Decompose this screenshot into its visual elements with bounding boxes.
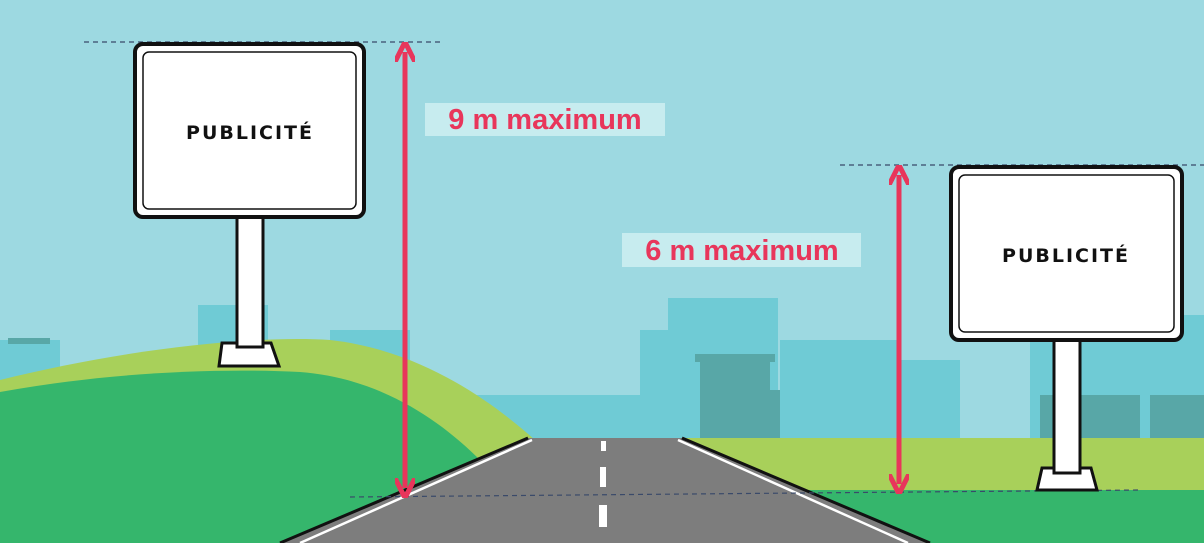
left-sign-label: PUBLICITÉ <box>186 121 314 144</box>
right-sign-label: PUBLICITÉ <box>1002 244 1130 267</box>
left-dimension-label: 9 m maximum <box>448 104 641 136</box>
right-dimension-label: 6 m maximum <box>645 235 838 267</box>
